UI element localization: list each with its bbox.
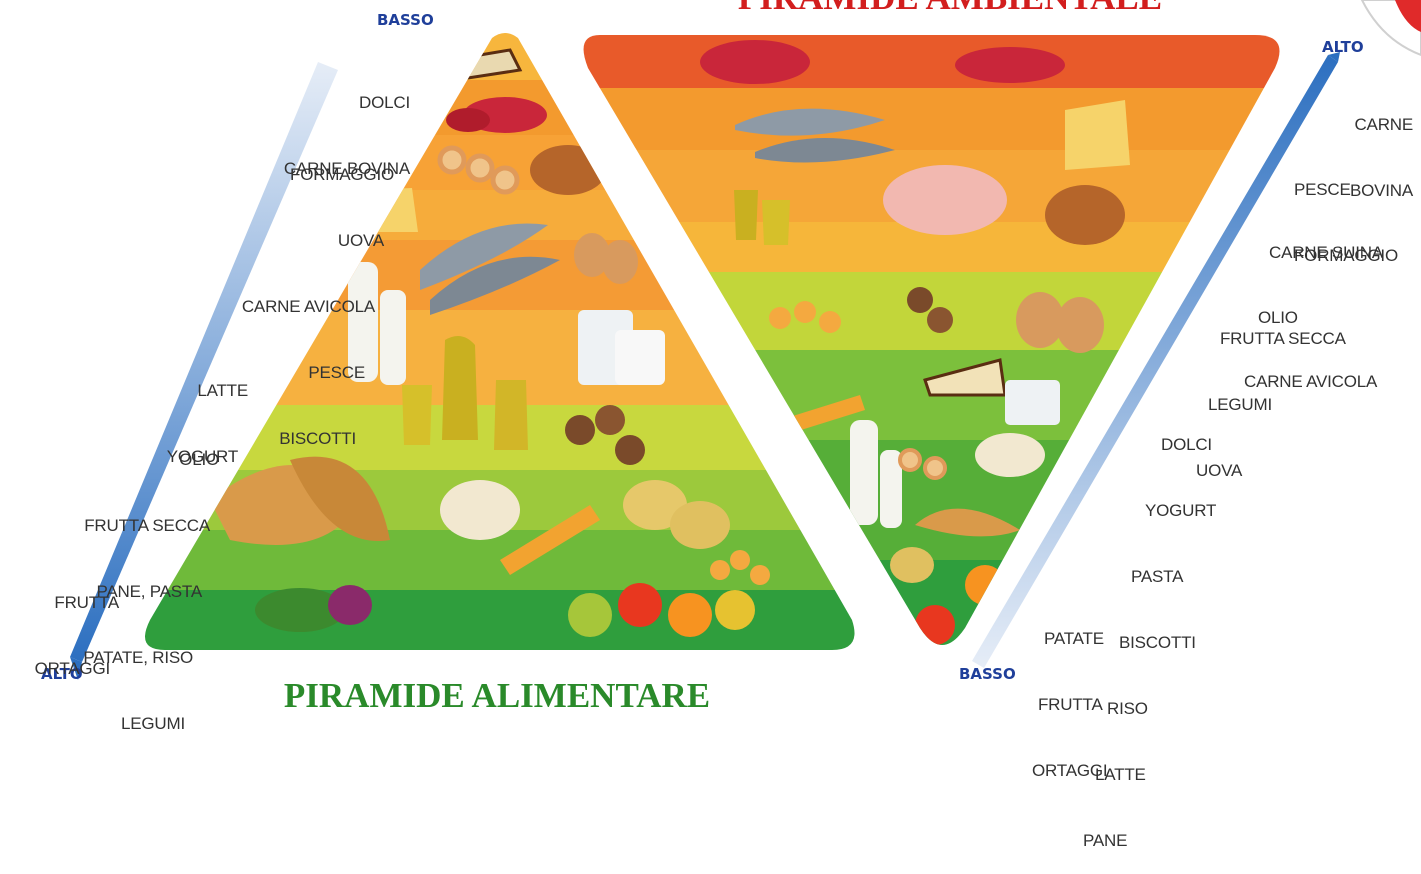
right-label: CARNE SUINA (1269, 243, 1383, 262)
right-label: YOGURT (1145, 501, 1217, 520)
left-label: CARNE AVICOLA (241, 297, 375, 316)
right-label: OLIO (1258, 308, 1298, 327)
right-label: CARNE AVICOLA (1244, 372, 1378, 391)
food-pyramid-title: PIRAMIDE ALIMENTARE (283, 676, 711, 715)
right-label: DOLCI (1161, 435, 1212, 454)
right-label: FRUTTA SECCA (1220, 329, 1346, 348)
right-axis-bottom-marker: BASSO (959, 665, 1016, 683)
right-label: RISO (1107, 699, 1148, 718)
left-label-group-1: DOLCI CARNE BOVINA (284, 48, 410, 202)
left-axis-bottom-marker: ALTO (41, 665, 83, 683)
left-label: PESCE (308, 363, 365, 382)
right-axis-top-marker: ALTO (1322, 38, 1364, 56)
right-label: PATATE (1044, 629, 1104, 648)
left-label: YOGURT (166, 447, 238, 466)
right-label-group-6: PATATE FRUTTA ORTAGGI (1032, 584, 1108, 804)
left-label: ORTAGGI (34, 659, 111, 678)
right-label: PANE (1083, 831, 1128, 850)
right-label: BISCOTTI (1119, 633, 1196, 652)
right-label: BOVINA (1349, 181, 1413, 200)
left-label: CARNE BOVINA (283, 159, 410, 178)
left-label: FRUTTA SECCA (84, 516, 210, 535)
pyramids-illustration: CONSUMO SUGGERITO IMPATTO AMBIENTALE (70, 0, 1421, 680)
left-label: FORMAGGIO (290, 165, 394, 184)
left-label-group-5: FRUTTA ORTAGGI (34, 548, 120, 702)
left-label: LEGUMI (121, 714, 185, 733)
right-label: UOVA (1196, 461, 1243, 480)
left-label: LATTE (197, 381, 248, 400)
right-label: FORMAGGIO (1294, 246, 1398, 265)
right-label-group-4: FRUTTA SECCA LEGUMI UOVA (1196, 284, 1346, 504)
right-label-group-2: PESCE FORMAGGIO (1294, 135, 1398, 289)
right-label: LATTE (1095, 765, 1146, 784)
right-label: FRUTTA (1038, 695, 1103, 714)
left-label-group-2: FORMAGGIO UOVA CARNE AVICOLA PESCE BISCO… (241, 120, 394, 472)
left-label: UOVA (337, 231, 384, 250)
right-label: ORTAGGI (1032, 761, 1108, 780)
right-label: LEGUMI (1208, 395, 1272, 414)
left-label: OLIO (179, 450, 219, 469)
right-label: PESCE (1294, 180, 1351, 199)
right-label: PASTA (1131, 567, 1184, 586)
environmental-pyramid-title: PIRAMIDE AMBIENTALE (700, 0, 1200, 18)
left-label: BISCOTTI (279, 429, 356, 448)
right-label: CARNE (1354, 115, 1413, 134)
right-label-group-1: CARNE BOVINA (1350, 70, 1413, 224)
left-label: FRUTTA (54, 593, 119, 612)
corner-badge-red (1395, 0, 1421, 32)
left-label-group-3: LATTE YOGURT (166, 336, 248, 490)
right-label-group-3: CARNE SUINA OLIO CARNE AVICOLA (1244, 198, 1383, 415)
left-label: DOLCI (359, 93, 410, 112)
left-label: PANE, PASTA (96, 582, 203, 601)
left-axis-top-marker: BASSO (377, 11, 434, 29)
left-label: PATATE, RISO (83, 648, 193, 667)
